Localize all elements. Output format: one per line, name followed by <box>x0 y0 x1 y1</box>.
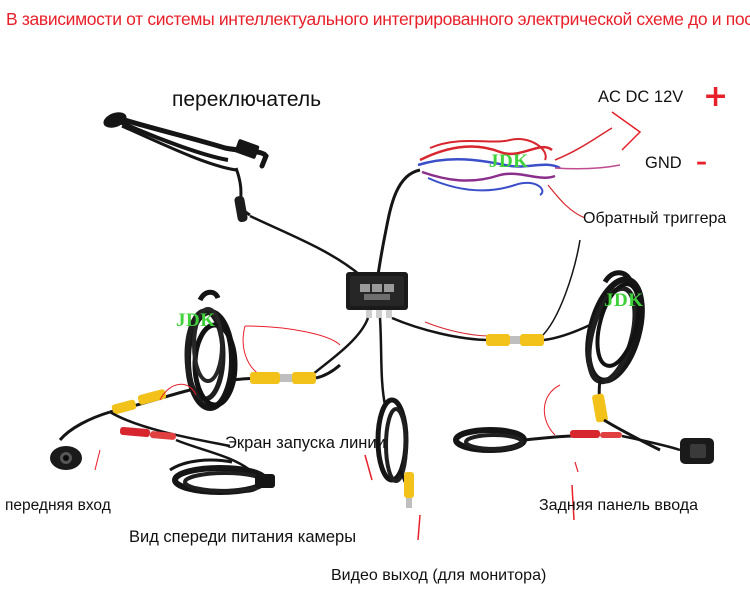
screen-line-label: Экран запуска линии <box>225 434 386 452</box>
front-input-label: передняя вход <box>5 497 111 514</box>
box-cables <box>242 239 581 406</box>
rear-input-label: Задняя панель ввода <box>539 497 698 514</box>
diagram-title: В зависимости от системы интеллектуально… <box>6 9 750 29</box>
rear-camera-harness <box>364 379 714 521</box>
plus-icon: + <box>703 79 729 114</box>
switch-cable <box>103 112 361 276</box>
power-harness <box>376 111 642 276</box>
video-out-cable <box>375 397 421 541</box>
right-coiled-cable <box>585 270 645 385</box>
control-box <box>346 272 408 318</box>
minus-icon: – <box>696 150 707 175</box>
front-power-cable <box>169 458 275 495</box>
right-rca-cable <box>486 323 591 346</box>
jdk-watermark-right: JDK <box>604 290 644 311</box>
jdk-watermark-top: JDK <box>489 151 529 172</box>
power-positive-label: AC DC 12V <box>598 88 684 106</box>
reverse-trigger-label: Обратный триггера <box>583 210 727 227</box>
power-negative-label: GND <box>645 154 682 172</box>
jdk-watermark-left: JDK <box>176 310 216 331</box>
left-rca-cable <box>231 363 341 384</box>
front-camera-power-label: Вид спереди питания камеры <box>129 528 357 546</box>
switch-label: переключатель <box>172 88 322 111</box>
video-out-label: Видео выход (для монитора) <box>331 567 547 584</box>
left-coiled-cable <box>184 289 238 411</box>
